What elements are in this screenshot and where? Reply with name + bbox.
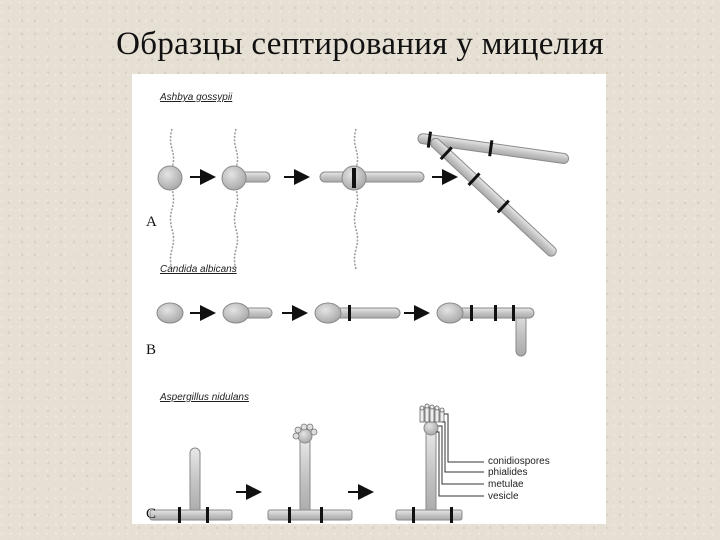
species-label-a: Ashbya gossypii [160, 92, 232, 103]
callout-vesicle: vesicle [488, 491, 519, 503]
leader-conidiospores [444, 414, 484, 462]
panel-letter-b: B [146, 342, 156, 359]
species-label-c: Aspergillus nidulans [160, 392, 249, 403]
panel-letter-a: A [146, 214, 157, 231]
callout-phialides: phialides [488, 467, 527, 479]
septum-mark [352, 168, 356, 188]
leader-vesicle [436, 432, 484, 496]
panel-b-diagram [157, 303, 534, 356]
spore-cell [158, 166, 182, 190]
spore-cell [222, 166, 246, 190]
candida-stage-2 [223, 303, 272, 323]
candida-stage-3 [315, 303, 400, 323]
basal-hypha [268, 510, 352, 520]
conidiospores-cluster [420, 404, 444, 422]
septum-mark [206, 507, 209, 523]
spore-appendage [355, 129, 358, 269]
ashbya-stage-4 [417, 130, 570, 260]
bipolar-hypha [320, 172, 424, 182]
septum-mark [512, 305, 515, 321]
panel-a-diagram [158, 129, 570, 269]
aspergillus-stage-3 [396, 404, 484, 523]
yeast-cell [223, 303, 249, 323]
slide-title: Образцы септирования у мицелия [0, 26, 720, 63]
septum-mark [178, 507, 181, 523]
septum-mark [288, 507, 291, 523]
septation-figure: Ashbya gossypii A Candida albicans B Asp… [132, 74, 606, 524]
ashbya-stage-1 [158, 129, 182, 269]
septum-mark [348, 305, 351, 321]
conidiophore-stalk [300, 438, 310, 516]
yeast-cell [157, 303, 183, 323]
callout-metulae: metulae [488, 479, 524, 491]
aspergillus-stage-1 [150, 448, 232, 523]
callout-leaders [436, 414, 484, 496]
panel-letter-c: C [146, 506, 156, 523]
yeast-cell [437, 303, 463, 323]
septum-mark [412, 507, 415, 523]
septum-mark [470, 305, 473, 321]
ashbya-stage-3 [320, 129, 424, 269]
panel-c-diagram [150, 404, 484, 523]
vesicle [424, 421, 438, 435]
conidiophore-stalk [190, 448, 200, 516]
aspergillus-stage-2 [268, 424, 352, 523]
spore-appendage [171, 129, 174, 269]
septum-mark [450, 507, 453, 523]
yeast-cell [315, 303, 341, 323]
candida-stage-4 [437, 303, 534, 356]
conidiophore-stalk [426, 430, 436, 516]
septum-mark [320, 507, 323, 523]
species-label-b: Candida albicans [160, 264, 237, 275]
basal-hypha [150, 510, 232, 520]
spore-appendage [235, 129, 238, 269]
septum-mark [494, 305, 497, 321]
ashbya-stage-2 [222, 129, 270, 269]
